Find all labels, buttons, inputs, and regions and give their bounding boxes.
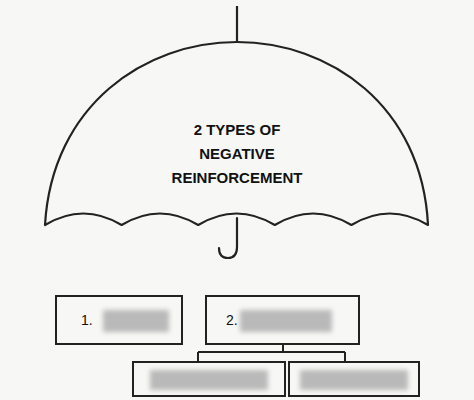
redacted-patch [150,370,268,390]
umbrella-shape: 2 TYPES OF NEGATIVE REINFORCEMENT [30,0,444,265]
blank-box [133,362,285,396]
item-number: 2. [226,311,238,329]
bracket-line [198,345,345,362]
answer-box: 1. [55,295,183,345]
umbrella-handle [219,218,237,258]
umbrella-tip [236,6,238,42]
redacted-patch [300,370,408,390]
item-number: 1. [81,311,93,329]
redacted-patch [103,310,169,332]
umbrella-title: 2 TYPES OF NEGATIVE REINFORCEMENT [162,118,312,190]
answer-box: 2. [205,295,360,345]
redacted-patch [240,310,332,332]
blank-box [289,362,419,396]
umbrella-canopy [45,42,428,225]
